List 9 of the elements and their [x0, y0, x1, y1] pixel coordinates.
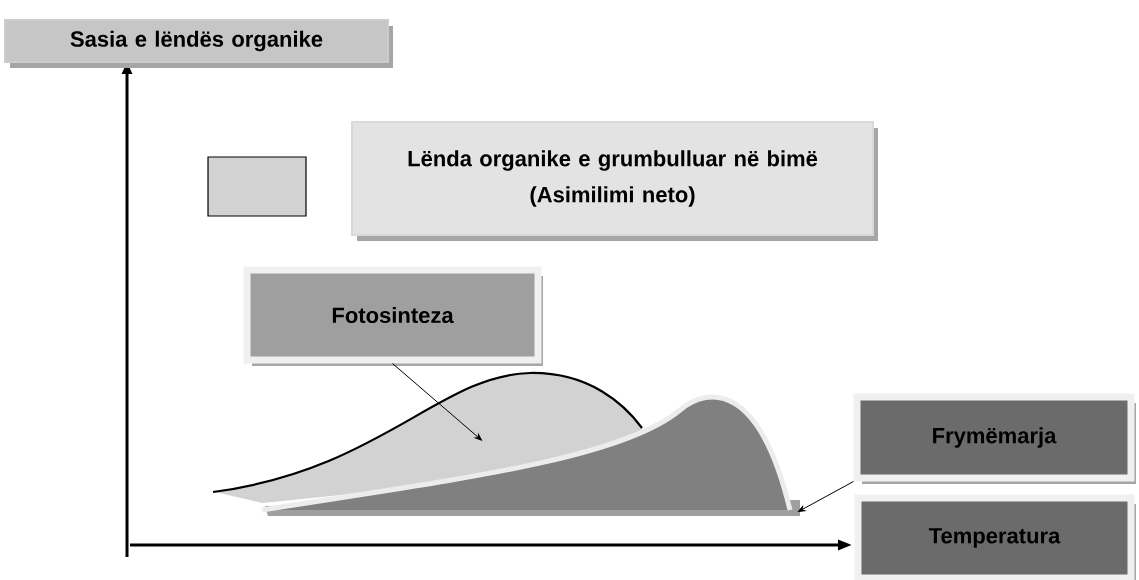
label-box: Frymëmarja — [853, 393, 1136, 484]
leader-line — [797, 481, 854, 513]
respiration-curve-drawing — [261, 394, 800, 516]
leader-line — [392, 363, 482, 441]
photosynthesis-curve-drawing — [212, 371, 643, 503]
legend-box: Lënda organike e grumbulluar në bimë (Asimilimi neto) — [351, 121, 878, 241]
axis-label-box: Sasia e lëndës organike — [4, 19, 393, 68]
label-box: Temperatura — [854, 494, 1136, 580]
label-box: Fotosinteza — [243, 266, 543, 366]
